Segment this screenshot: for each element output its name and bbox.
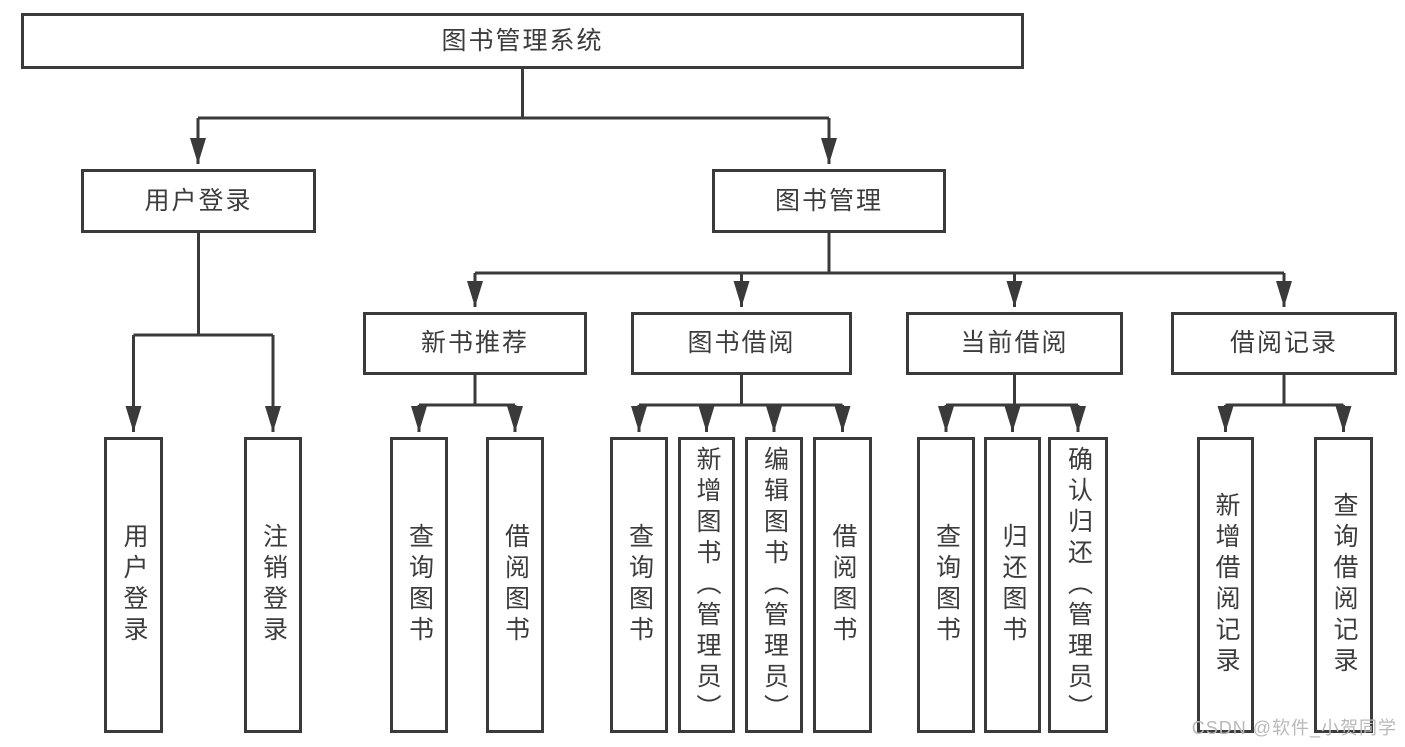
leaf-label: 查询图书 xyxy=(625,523,654,647)
node-leaf-bb-edit-books-admin: 编辑图书（管理员） xyxy=(745,437,803,733)
csdn-watermark: CSDN @软件_小贺同学 xyxy=(1191,718,1397,738)
node-leaf-cb-query-books: 查询图书 xyxy=(917,437,975,733)
connector-current-borrow-trunk xyxy=(946,375,1078,407)
node-new-book-recommend: 新书推荐 xyxy=(363,312,587,375)
node-leaf-user-login: 用户登录 xyxy=(104,437,163,733)
leaf-label: 查询图书 xyxy=(932,523,961,647)
leaf-label: 借阅图书 xyxy=(501,523,530,647)
node-book-management: 图书管理 xyxy=(712,169,946,233)
node-book-borrow: 图书借阅 xyxy=(631,312,852,375)
node-leaf-br-add-record: 新增借阅记录 xyxy=(1197,437,1254,733)
leaf-label: 新增图书（管理员） xyxy=(693,445,721,725)
leaf-label: 借阅图书 xyxy=(829,523,857,647)
node-leaf-nb-query-books: 查询图书 xyxy=(390,437,448,733)
node-library-system: 图书管理系统 xyxy=(21,13,1024,69)
leaf-label: 查询图书 xyxy=(405,523,434,647)
node-user-login: 用户登录 xyxy=(81,169,316,233)
node-borrow-records: 借阅记录 xyxy=(1171,312,1397,375)
connector-borrow-records-trunk xyxy=(1225,375,1344,407)
connector-user-login-trunk xyxy=(133,233,273,337)
node-leaf-bb-borrow-books: 借阅图书 xyxy=(813,437,872,733)
leaf-label: 用户登录 xyxy=(120,523,148,647)
node-current-borrow: 当前借阅 xyxy=(906,312,1123,375)
connector-book-mgmt-trunk xyxy=(475,233,1284,275)
leaf-label: 归还图书 xyxy=(999,523,1027,647)
leaf-label: 确认归还（管理员） xyxy=(1064,445,1093,725)
node-leaf-nb-borrow-books: 借阅图书 xyxy=(486,437,544,733)
node-leaf-cb-return-books: 归还图书 xyxy=(984,437,1041,733)
leaf-label: 注销登录 xyxy=(259,523,288,647)
node-leaf-logout: 注销登录 xyxy=(244,437,302,733)
leaf-label: 编辑图书（管理员） xyxy=(760,445,789,725)
node-leaf-bb-query-books: 查询图书 xyxy=(610,437,668,733)
leaf-label: 新增借阅记录 xyxy=(1212,492,1240,678)
connector-book-borrow-trunk xyxy=(639,375,843,407)
connector-new-book-trunk xyxy=(419,375,515,407)
node-leaf-bb-add-books-admin: 新增图书（管理员） xyxy=(678,437,735,733)
node-leaf-cb-confirm-return-admin: 确认归还（管理员） xyxy=(1048,437,1108,733)
connector-root-trunk xyxy=(198,69,829,120)
leaf-label: 查询借阅记录 xyxy=(1330,492,1358,678)
node-leaf-br-query-record: 查询借阅记录 xyxy=(1314,437,1373,733)
